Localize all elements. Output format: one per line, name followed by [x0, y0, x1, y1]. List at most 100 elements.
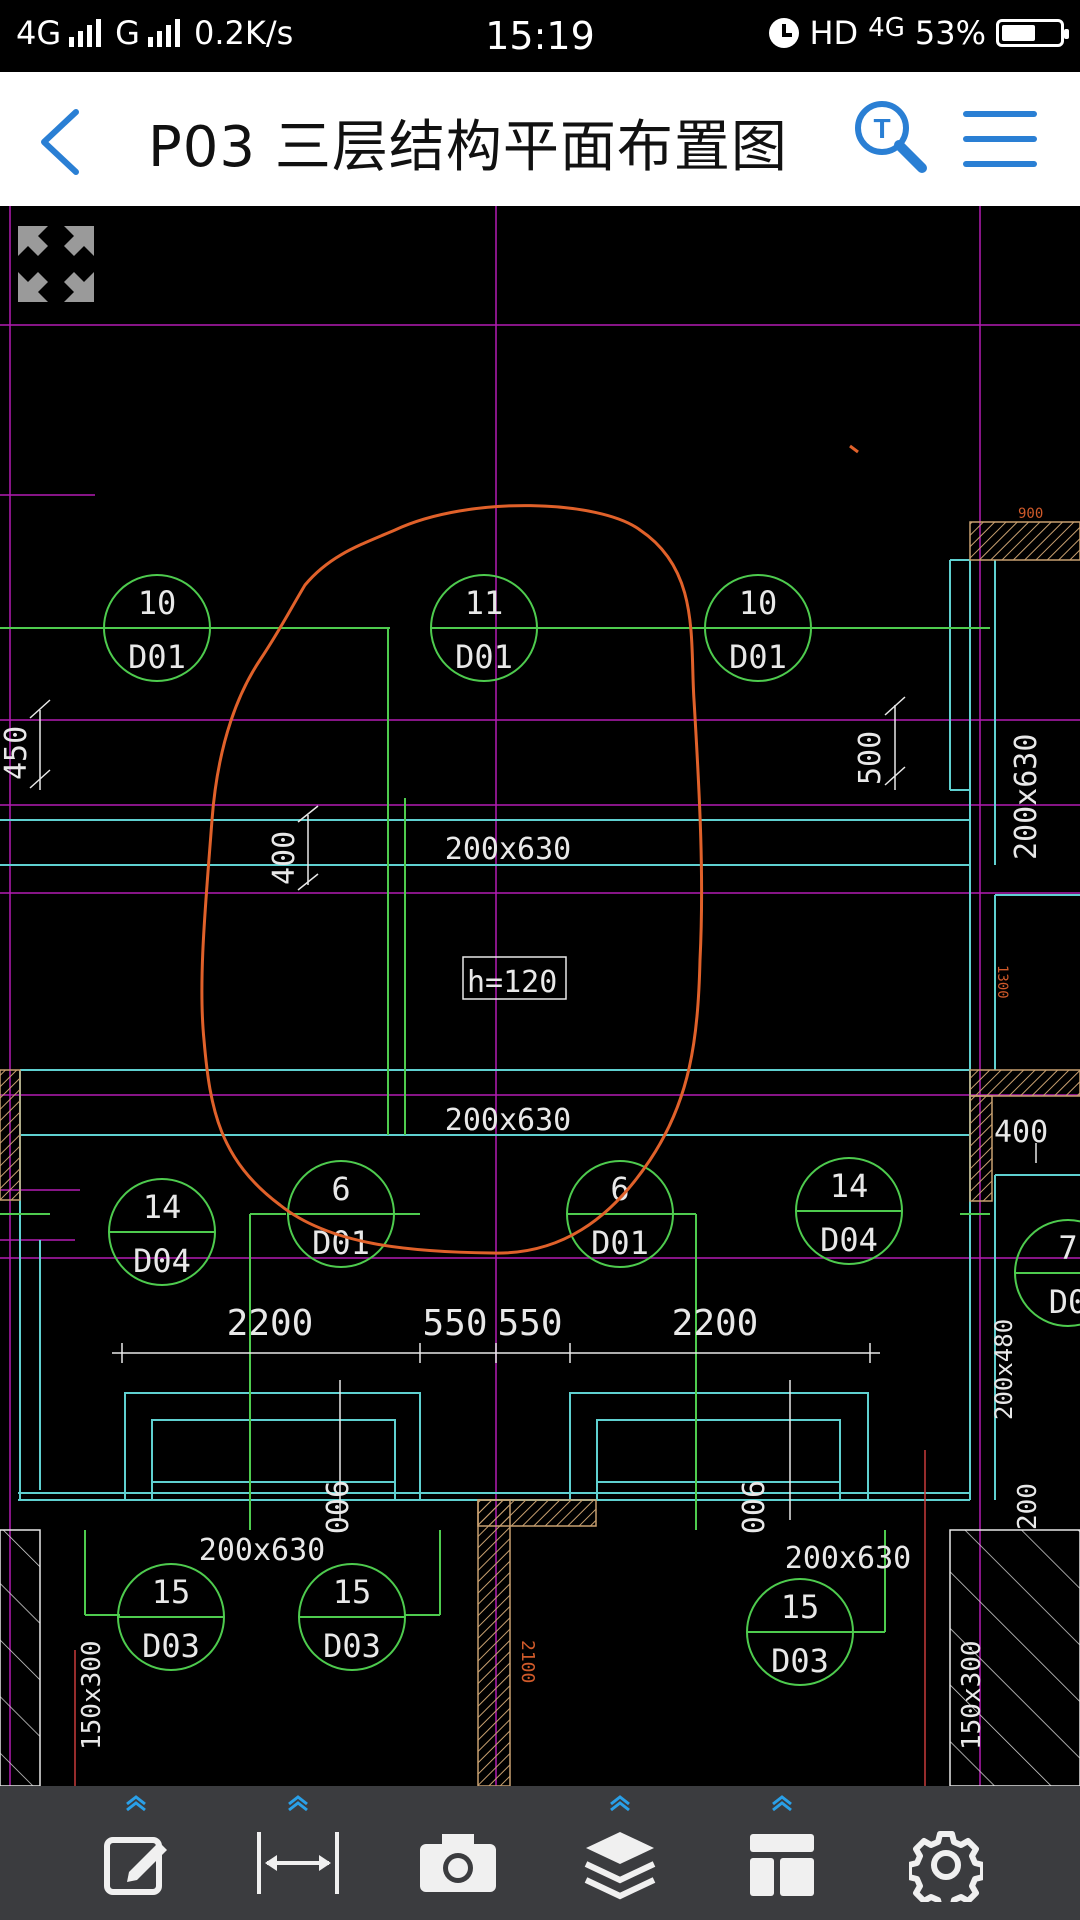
network-speed: 0.2K/s	[193, 14, 294, 52]
dimension-label: 150x300	[957, 1640, 987, 1750]
svg-text:T: T	[873, 113, 890, 144]
measure-icon	[257, 1832, 339, 1894]
door-type: D03	[142, 1627, 200, 1665]
expand-chevron-icon	[126, 1795, 146, 1812]
beam-label: 200x630	[785, 1541, 911, 1576]
door-type: D0	[1049, 1283, 1080, 1321]
beam-label: 200x630	[445, 832, 571, 867]
dimension-label: 900	[318, 1480, 353, 1534]
section-lines	[74, 1450, 926, 1786]
door-type: D04	[820, 1221, 878, 1259]
dimension-label: 150x300	[77, 1640, 107, 1750]
battery-icon	[996, 19, 1069, 47]
door-number: 15	[152, 1573, 191, 1611]
expand-chevron-icon	[610, 1795, 630, 1812]
drawing-canvas[interactable]: 200x630 200x630 200x630 200x630 h=120 45…	[0, 206, 1080, 1786]
back-button[interactable]	[30, 102, 100, 182]
dimension-label: 550	[497, 1303, 562, 1344]
dimension-label: 400	[267, 831, 302, 885]
small-dimension-label: 2100	[517, 1640, 538, 1683]
small-dimensions: 900 1300 2100	[517, 506, 1043, 1683]
fullscreen-icon	[18, 226, 94, 302]
dimension-label: 550	[422, 1303, 487, 1344]
door-type: D01	[128, 638, 186, 676]
door-type: D03	[771, 1642, 829, 1680]
clock: 15:19	[485, 14, 595, 58]
door-number: 10	[138, 584, 177, 622]
slab-thickness-label: h=120	[467, 965, 557, 1000]
dimension-label: 200	[1013, 1483, 1043, 1530]
markup-stroke	[849, 444, 859, 454]
signal-icon-2	[147, 19, 180, 47]
status-left: 4G G 0.2K/s	[16, 14, 293, 52]
page-title: P03 三层结构平面布置图	[148, 115, 788, 180]
door-number: 10	[739, 584, 778, 622]
network-label-1: 4G	[16, 14, 62, 52]
network-label-3: 4G	[868, 13, 905, 43]
dimension-lines	[29, 696, 1037, 1520]
network-label-2: G	[115, 14, 140, 52]
door-type: D01	[591, 1224, 649, 1262]
text-search-button[interactable]: T	[850, 96, 930, 176]
hd-label: HD	[809, 14, 859, 52]
title-bar: P03 三层结构平面布置图 T	[0, 72, 1080, 208]
expand-chevron-icon	[288, 1795, 308, 1812]
back-icon	[41, 109, 79, 175]
door-number: 11	[465, 584, 504, 622]
dimension-label: 2200	[672, 1303, 759, 1344]
battery-percent: 53%	[914, 14, 986, 52]
menu-icon	[963, 111, 1037, 167]
dimension-label: 200x630	[1009, 734, 1044, 860]
settings-button[interactable]	[886, 1786, 1006, 1920]
camera-icon	[420, 1834, 496, 1892]
layers-icon	[584, 1832, 656, 1900]
beam-label: 200x630	[199, 1533, 325, 1568]
layout-icon	[750, 1834, 814, 1896]
edit-icon	[104, 1837, 167, 1895]
annotate-button[interactable]	[76, 1786, 196, 1920]
door-type: D04	[133, 1242, 191, 1280]
bottom-toolbar	[0, 1786, 1080, 1920]
beam-label: 200x630	[445, 1103, 571, 1138]
door-lines	[0, 627, 990, 1633]
markup-annotation	[200, 504, 704, 1255]
measure-button[interactable]	[238, 1786, 358, 1920]
dimension-label: 500	[853, 731, 888, 785]
door-number: 7	[1058, 1229, 1077, 1267]
floor-plan-drawing: 200x630 200x630 200x630 200x630 h=120 45…	[0, 206, 1080, 1786]
alarm-icon	[769, 18, 800, 48]
door-type: D01	[729, 638, 787, 676]
beam-lines	[0, 559, 1080, 1501]
door-type: D03	[323, 1627, 381, 1665]
door-number: 6	[610, 1170, 629, 1208]
status-bar: 4G G 0.2K/s 15:19 HD 4G 53%	[0, 0, 1080, 72]
door-number: 15	[333, 1573, 372, 1611]
settings-icon	[909, 1831, 983, 1902]
screenshot-button[interactable]	[398, 1786, 518, 1920]
expand-chevron-icon	[772, 1795, 792, 1812]
dimension-label: 2200	[227, 1303, 314, 1344]
dimension-label: 200x480	[990, 1319, 1018, 1420]
fullscreen-button[interactable]	[14, 222, 98, 306]
menu-button[interactable]	[960, 106, 1040, 172]
small-dimension-label: 900	[1018, 506, 1043, 522]
layers-button[interactable]	[560, 1786, 680, 1920]
signal-icon	[69, 19, 102, 47]
vertical-dimensions: 450 400 500 200x630 200x480 200 900 900 …	[0, 726, 1048, 1750]
layout-button[interactable]	[722, 1786, 842, 1920]
door-number: 6	[331, 1170, 350, 1208]
door-number: 14	[143, 1188, 182, 1226]
status-right: HD 4G 53%	[769, 13, 1069, 52]
small-dimension-label: 1300	[994, 965, 1010, 999]
dimension-label: 400	[994, 1115, 1048, 1150]
